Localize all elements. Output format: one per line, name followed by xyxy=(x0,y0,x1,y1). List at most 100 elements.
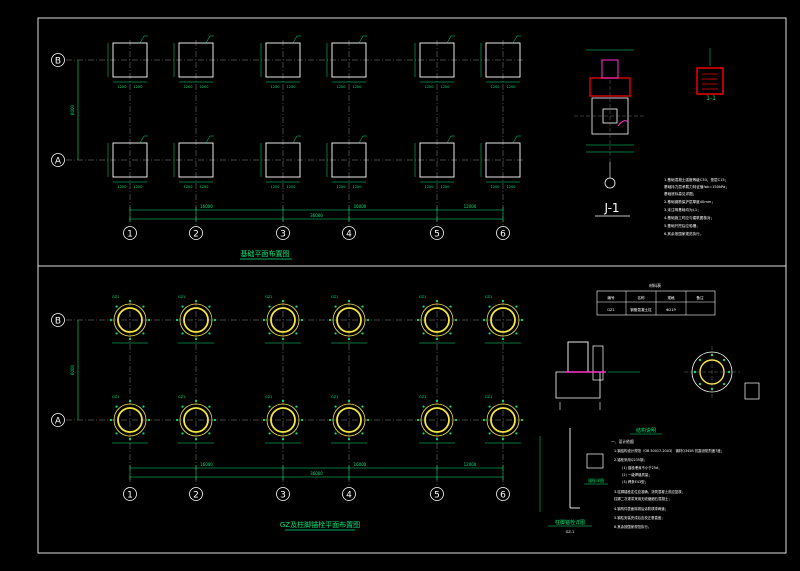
section-1-1-block xyxy=(696,67,724,95)
dimension-label: 36000 xyxy=(310,213,323,218)
dimension-label: 12000 xyxy=(464,204,477,209)
anchor-bolt-mark xyxy=(295,305,298,308)
anchor-bolt-mark xyxy=(422,432,425,435)
table-header: 规格 xyxy=(667,295,675,300)
column-stub xyxy=(601,59,619,79)
dimension-label: 1200 xyxy=(353,85,362,89)
dimension-label: 1200 xyxy=(287,85,296,89)
footing-outline xyxy=(331,42,367,78)
anchor-bolt-mark xyxy=(501,337,505,341)
grid-bubble-col xyxy=(123,487,137,501)
note-top-line: 3.未注明基础均为J-1； xyxy=(664,207,701,212)
sheet-frame xyxy=(37,17,787,554)
anchor-bolt-mark xyxy=(115,405,118,408)
anchor-bolt-mark xyxy=(262,318,266,322)
leader-line xyxy=(446,35,455,44)
anchor-bolt-mark xyxy=(295,432,298,435)
grid-bubble-col xyxy=(496,226,510,240)
grid-col-label: 1 xyxy=(127,491,133,501)
dimension-label: 1200 xyxy=(507,185,516,189)
footing-outline xyxy=(178,42,214,78)
anchor-bolt-mark xyxy=(194,437,198,441)
anchor-bolt-mark xyxy=(334,332,337,335)
anchor-bolt-mark xyxy=(449,432,452,435)
table-cell: GZ1 xyxy=(607,308,615,312)
note-top-line: 1.基础混凝土强度等级C30，垫层C15； xyxy=(664,177,728,182)
anchor-detail-sub: GZ-1 xyxy=(566,530,575,534)
column-pipe xyxy=(336,307,362,333)
column-tag: GZ1 xyxy=(419,395,426,399)
dimension-label: 1200 xyxy=(184,185,193,189)
anchor-bolt-mark xyxy=(281,399,285,403)
grid-bubble-row xyxy=(51,153,65,167)
grid-col-label: 3 xyxy=(280,491,286,501)
round-plate-bolt xyxy=(722,358,726,362)
note-bottom-line: 2.锚栓采用Q235钢； xyxy=(614,457,647,462)
anchor-bolt-mark xyxy=(416,318,420,322)
anchor-bolt-mark xyxy=(422,405,425,408)
column-pipe xyxy=(336,407,362,433)
anchor-bolt-mark xyxy=(482,418,486,422)
anchor-bolt-mark xyxy=(334,432,337,435)
grid-row-label: B xyxy=(55,316,61,326)
column-pipe xyxy=(183,307,209,333)
round-plate-bolt xyxy=(698,382,702,386)
dimension-label: 1200 xyxy=(200,185,209,189)
grid-col-label: 5 xyxy=(434,230,440,240)
details-area xyxy=(539,48,760,512)
anchor-bolt-mark xyxy=(213,418,217,422)
leader-line xyxy=(446,135,455,144)
dimension-label: 1200 xyxy=(337,85,346,89)
column-plate-ring xyxy=(266,303,300,337)
grid-bubble-col xyxy=(276,487,290,501)
column-plate-ring xyxy=(266,403,300,437)
notes-top: 1.基础混凝土强度等级C30，垫层C15； 基础持力层承载力特征值fak=150… xyxy=(664,177,729,236)
notes-bottom-title: 结构说明 xyxy=(636,427,656,434)
column-tag: GZ1 xyxy=(112,295,119,299)
grid-col-label: 6 xyxy=(500,491,506,501)
anchor-bolt-mark xyxy=(347,399,351,403)
table-title: 材料表 xyxy=(649,282,661,288)
anchor-bolt-mark xyxy=(142,432,145,435)
leader-line xyxy=(139,135,148,144)
anchor-bolt-mark xyxy=(449,405,452,408)
dimension-label: 1200 xyxy=(441,185,450,189)
dimension-label: 1200 xyxy=(491,85,500,89)
anchor-bolt-mark xyxy=(268,405,271,408)
anchor-bolt-mark xyxy=(281,299,285,303)
anchor-bolt-mark xyxy=(328,418,332,422)
anchor-bolt-mark xyxy=(520,418,524,422)
column-pipe xyxy=(424,407,450,433)
leader-line xyxy=(512,35,521,44)
anchor-bolt-mark xyxy=(208,432,211,435)
grid-col-label: 1 xyxy=(127,230,133,240)
footing-outline xyxy=(485,42,521,78)
anchor-bolt-mark xyxy=(142,305,145,308)
dimension-label: 1200 xyxy=(134,185,143,189)
footing-outline xyxy=(178,142,214,178)
anchor-bolt-mark xyxy=(181,405,184,408)
anchor-detail-title: 柱脚锚栓详图 xyxy=(555,519,585,526)
leader-line xyxy=(139,35,148,44)
footing-outline xyxy=(265,142,301,178)
section-callout xyxy=(604,177,616,189)
anchor-bolt-mark xyxy=(361,432,364,435)
anchor-bolt-mark xyxy=(268,332,271,335)
anchor-bolt-mark xyxy=(347,437,351,441)
anchor-bolt-mark xyxy=(147,418,151,422)
footing-outline xyxy=(265,42,301,78)
grid-bubble-col xyxy=(430,487,444,501)
anchor-bolt-mark xyxy=(449,305,452,308)
footing-outline xyxy=(419,42,455,78)
dimension-label: 16000 xyxy=(354,462,367,467)
note-bottom-line: (1) 锚栓埋深不小于25d； xyxy=(622,465,661,470)
column-tag: GZ1 xyxy=(485,295,492,299)
anchor-bolt-mark xyxy=(422,305,425,308)
rib-detail xyxy=(744,382,760,400)
anchor-bolt-mark xyxy=(361,332,364,335)
leader-line xyxy=(292,35,301,44)
column-pipe xyxy=(117,407,143,433)
round-plate-bolt xyxy=(698,358,702,362)
grid-bubble-row xyxy=(51,53,65,67)
